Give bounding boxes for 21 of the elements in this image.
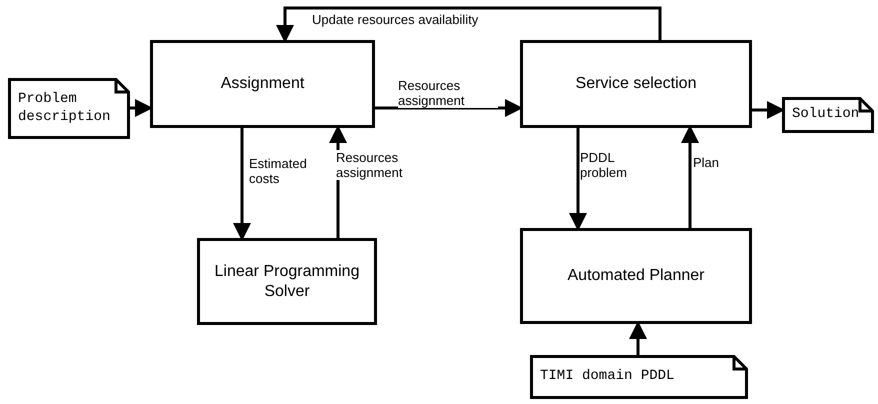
document-box <box>8 78 130 139</box>
document-box <box>782 97 874 133</box>
node-label: TIMI domain PDDL <box>539 368 676 386</box>
process-box <box>520 228 752 324</box>
arrow <box>752 101 785 119</box>
edge-label: Plan <box>693 155 720 170</box>
edge-label: Resources assignment <box>398 78 498 108</box>
node-label: Problem description <box>17 91 112 126</box>
arrow <box>276 6 662 43</box>
node-label: Assignment <box>220 74 306 94</box>
document-box <box>530 355 748 399</box>
node-label: Solution <box>791 106 860 124</box>
node-label: Automated Planner <box>566 266 706 286</box>
process-box <box>520 40 752 128</box>
arrow <box>569 128 587 231</box>
edge-label: Update resources availability <box>312 12 478 27</box>
process-box <box>150 40 375 128</box>
arrow <box>233 128 251 241</box>
process-box <box>197 238 377 325</box>
node-label: Linear Programming Solver <box>214 262 360 302</box>
node-label: Service selection <box>574 74 698 94</box>
